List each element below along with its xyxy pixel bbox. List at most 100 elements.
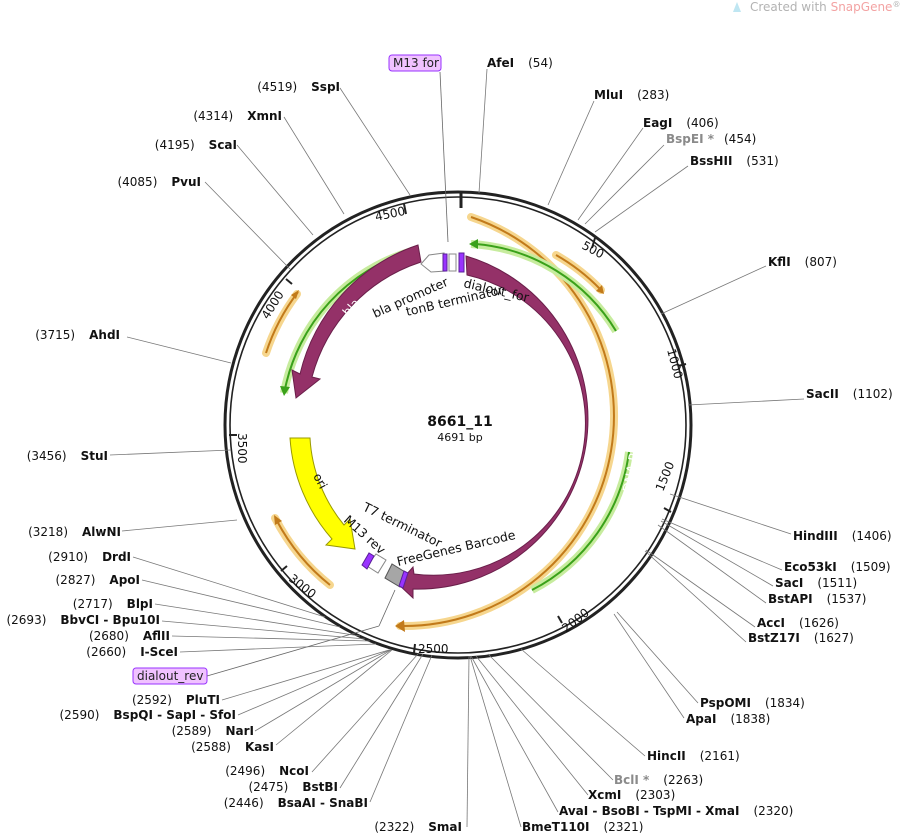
site-bbvci-bpu10i[interactable]: (2693)BbvCI - Bpu10I: [6, 613, 160, 627]
site-apai[interactable]: ApaI(1838): [686, 712, 770, 726]
site-pvui[interactable]: (4085)PvuI: [117, 175, 201, 189]
primer-dialout-rev[interactable]: dialout_rev: [132, 589, 396, 685]
site-position: (454): [724, 132, 756, 146]
orf-arrow-left-lower: [276, 520, 331, 586]
primer-m13-for[interactable]: M13 for: [388, 54, 449, 243]
leader-stui: [109, 449, 232, 456]
site-name: BlpI: [127, 597, 153, 611]
leader-bmet110i: [469, 655, 522, 828]
leader-afei: [478, 68, 488, 194]
site-name: BmeT110I: [522, 820, 590, 834]
tick-500: [591, 237, 596, 249]
site-name: PspOMI: [700, 696, 751, 710]
orf-arrow-short: [555, 254, 601, 290]
tick-label-2500: 2500: [418, 642, 449, 656]
site-scai[interactable]: (4195)ScaI: [155, 138, 237, 152]
site-saci[interactable]: SacI(1511): [775, 576, 857, 590]
site-sacii[interactable]: SacII(1102): [806, 387, 893, 401]
site-pluti[interactable]: (2592)PluTI: [132, 693, 220, 707]
site-position: (4519): [257, 80, 297, 94]
site-position: (283): [637, 88, 669, 102]
tick-label-4500: 4500: [374, 204, 407, 224]
watermark-prefix: Created with: [750, 0, 831, 14]
leader-kasi: [275, 649, 393, 746]
site-nari[interactable]: (2589)NarI: [172, 724, 254, 738]
site-apoi[interactable]: (2827)ApoI: [56, 573, 141, 587]
site-name: BssHII: [690, 154, 732, 168]
site-position: (2446): [224, 796, 264, 810]
site-kasi[interactable]: (2588) KasI: [191, 740, 274, 754]
primer-leader-line: [206, 625, 380, 677]
dialout-rev-mark: [398, 570, 409, 589]
site-name: AccI: [757, 616, 785, 630]
site-drdi[interactable]: (2910)DrdI: [48, 550, 131, 564]
site-position: (2717): [73, 597, 113, 611]
site-name: BspQI - SapI - SfoI: [113, 708, 236, 722]
site-position: (406): [686, 116, 718, 130]
site-bstapi[interactable]: BstAPI(1537): [768, 592, 866, 606]
site-bstz17i[interactable]: BstZ17I(1627): [748, 631, 854, 645]
backbone-inner-ring: [229, 196, 687, 654]
site-name: KasI: [245, 740, 274, 754]
leader-bspei: [584, 144, 665, 225]
site-ahdi[interactable]: (3715)AhdI: [35, 328, 120, 342]
site-i-scei[interactable]: (2660)I-SceI: [86, 645, 178, 659]
site-position: (1627): [814, 631, 854, 645]
site-smai[interactable]: (2322)SmaI: [374, 820, 462, 834]
primer-leader-line: [378, 589, 396, 627]
site-pspomi[interactable]: PspOMI(1834): [700, 696, 805, 710]
site-hindiii[interactable]: HindIII(1406): [793, 529, 892, 543]
site-position: (531): [746, 154, 778, 168]
site-name: XmnI: [247, 109, 282, 123]
ori-feature: [289, 437, 356, 550]
site-eagi[interactable]: EagI(406): [643, 116, 719, 130]
site-avai-group[interactable]: AvaI - BsoBI - TspMI - XmaI(2320): [559, 804, 793, 818]
site-name: ApoI: [109, 573, 140, 587]
site-kfli[interactable]: KflI(807): [768, 255, 837, 269]
site-labels: AfeI(54) MluI(283) EagI(406) BspEI *(454…: [6, 56, 892, 834]
site-stui[interactable]: (3456)StuI: [27, 449, 108, 463]
site-bmet110i[interactable]: BmeT110I(2321): [522, 820, 643, 834]
site-hincii[interactable]: HincII(2161): [647, 749, 740, 763]
site-bsshii[interactable]: BssHII (531): [690, 154, 779, 168]
site-blpi[interactable]: (2717) BlpI: [73, 597, 153, 611]
site-acci[interactable]: AccI(1626): [757, 616, 839, 630]
tick-marks: [229, 193, 687, 654]
leader-xcmi: [475, 655, 589, 796]
leader-sfoi: [237, 649, 391, 716]
features: [289, 244, 589, 600]
site-bsaai-snabi[interactable]: (2446)BsaAI - SnaBI: [224, 796, 368, 810]
site-position: (2588): [191, 740, 231, 754]
site-xcmi[interactable]: XcmI(2303): [588, 788, 675, 802]
svg-text:Created with SnapGene®: Created with SnapGene®: [750, 0, 900, 14]
tick-label-1500: 1500: [653, 460, 677, 494]
site-name: AlwNI: [82, 525, 121, 539]
site-position: (2475): [248, 780, 288, 794]
site-eco53ki[interactable]: Eco53kI(1509): [784, 560, 891, 574]
site-name: BclI *: [614, 773, 650, 787]
leader-aflii: [171, 635, 371, 642]
site-position: (807): [805, 255, 837, 269]
site-name: SmaI: [428, 820, 462, 834]
site-position: (2263): [663, 773, 703, 787]
leader-kfli: [660, 265, 767, 315]
site-bspei[interactable]: BspEI *(454): [666, 132, 756, 146]
site-position: (2589): [172, 724, 212, 738]
site-mlui[interactable]: MluI(283): [594, 88, 669, 102]
leader-bcli: [487, 653, 614, 781]
site-position: (2590): [60, 708, 100, 722]
site-bcli[interactable]: BclI * (2263): [614, 773, 703, 787]
site-name: XcmI: [588, 788, 621, 802]
site-bspqi-sapi-sfoi[interactable]: (2590) BspQI - SapI - SfoI: [60, 708, 237, 722]
site-position: (3456): [27, 449, 67, 463]
site-aflii[interactable]: (2680)AflII: [89, 629, 170, 643]
site-alwni[interactable]: (3218)AlwNI: [28, 525, 121, 539]
site-sspi[interactable]: (4519)SspI: [257, 80, 340, 94]
site-leader-lines: [109, 68, 805, 828]
site-afei[interactable]: AfeI(54): [487, 56, 553, 70]
site-ncoi[interactable]: (2496)NcoI: [225, 764, 309, 778]
site-position: (2660): [86, 645, 126, 659]
site-xmni[interactable]: (4314)XmnI: [193, 109, 282, 123]
site-bstbi[interactable]: (2475)BstBI: [248, 780, 338, 794]
site-name: ScaI: [209, 138, 237, 152]
